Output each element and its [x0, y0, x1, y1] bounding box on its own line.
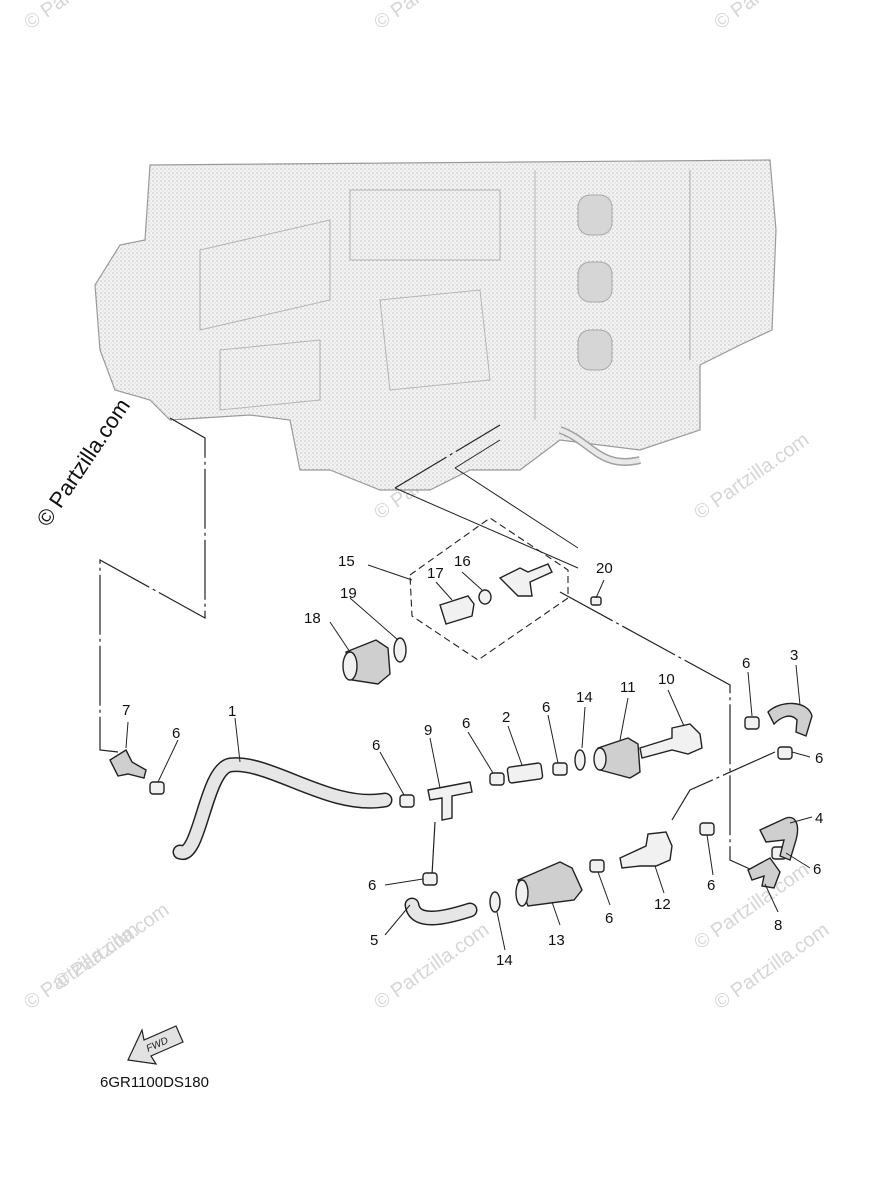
- callout-11[interactable]: 11: [620, 679, 636, 696]
- callout-2[interactable]: 2: [502, 709, 510, 726]
- callout-6b[interactable]: 6: [372, 737, 380, 754]
- callout-20[interactable]: 20: [596, 560, 613, 577]
- hose-5: [404, 897, 478, 926]
- diagram-code: 6GR1100DS180: [100, 1074, 209, 1091]
- callout-6d[interactable]: 6: [542, 699, 550, 716]
- callout-16[interactable]: 16: [454, 553, 471, 570]
- callout-6a[interactable]: 6: [172, 725, 180, 742]
- watermark-tile: © Partzilla.com: [710, 0, 833, 34]
- hose-2: [506, 762, 544, 784]
- callout-1[interactable]: 1: [228, 703, 236, 720]
- callout-6c[interactable]: 6: [462, 715, 470, 732]
- fwd-arrow-icon: FWD: [127, 1025, 184, 1065]
- callout-7[interactable]: 7: [122, 702, 130, 719]
- callout-4[interactable]: 4: [815, 810, 823, 827]
- watermark-tile: © Partzilla.com: [20, 0, 143, 34]
- watermark-tile: © Partzilla.com: [50, 899, 173, 994]
- callout-5[interactable]: 5: [370, 932, 378, 949]
- callout-3[interactable]: 3: [790, 647, 798, 664]
- callout-12[interactable]: 12: [654, 896, 671, 913]
- assembly-15-outline: [409, 517, 569, 661]
- watermark-tile: © Partzilla.com: [690, 429, 813, 524]
- callout-9[interactable]: 9: [424, 722, 432, 739]
- callout-18[interactable]: 18: [304, 610, 321, 627]
- callout-6h[interactable]: 6: [707, 877, 715, 894]
- watermark-tile: © Partzilla.com: [370, 919, 493, 1014]
- watermark-main: © Partzilla.com: [31, 394, 135, 531]
- callout-13[interactable]: 13: [548, 932, 565, 949]
- connection-lines: [99, 417, 776, 876]
- callout-14a[interactable]: 14: [576, 689, 593, 706]
- hose-1: [172, 757, 393, 860]
- leader-lines: [125, 564, 813, 951]
- callout-6j[interactable]: 6: [368, 877, 376, 894]
- callout-6f[interactable]: 6: [815, 750, 823, 767]
- engine-block: [94, 159, 777, 491]
- callout-15[interactable]: 15: [338, 553, 355, 570]
- callouts: 1 2 3 4 5 6 6 6 6 6 6 6 6 6 6 7 8 9 10 1…: [122, 553, 823, 969]
- watermark-tile: © Partzilla.com: [370, 0, 493, 34]
- callout-6g[interactable]: 6: [813, 861, 821, 878]
- callout-19[interactable]: 19: [340, 585, 357, 602]
- callout-17[interactable]: 17: [427, 565, 444, 582]
- callout-8[interactable]: 8: [774, 917, 782, 934]
- callout-6e[interactable]: 6: [742, 655, 750, 672]
- callout-14b[interactable]: 14: [496, 952, 513, 969]
- callout-6i[interactable]: 6: [605, 910, 613, 927]
- callout-10[interactable]: 10: [658, 671, 675, 688]
- parts: [109, 563, 813, 913]
